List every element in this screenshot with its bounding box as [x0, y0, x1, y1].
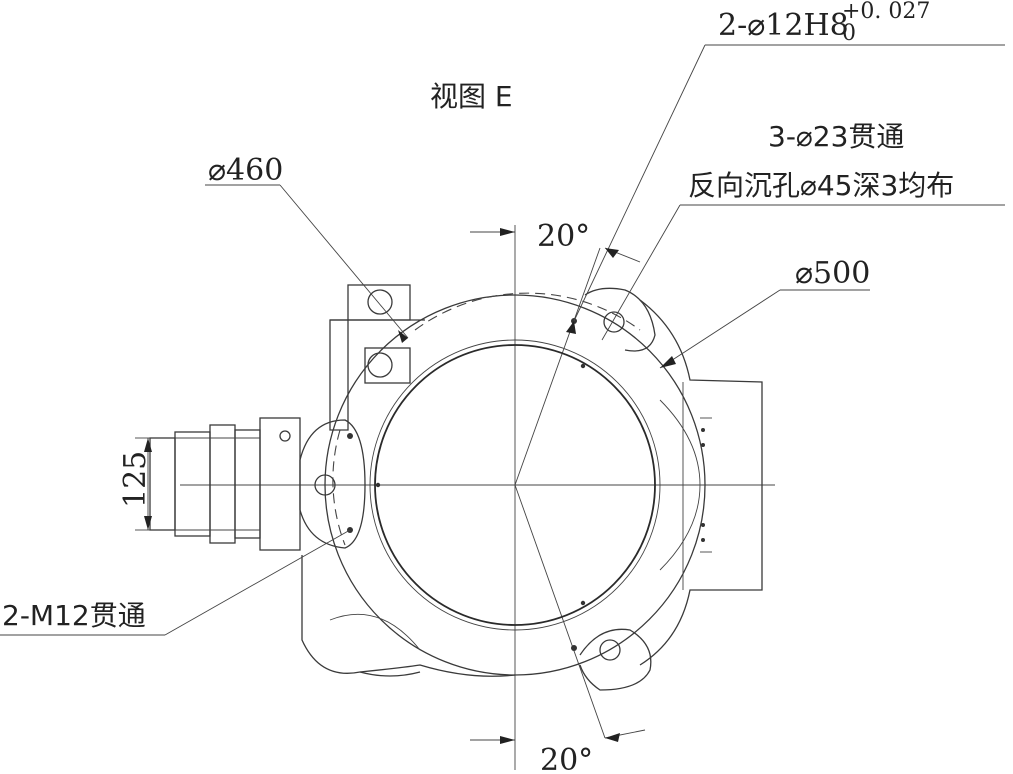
counterbore-label: 反向沉孔⌀45深3均布 — [688, 169, 954, 202]
hole-markers — [347, 318, 705, 651]
pin-holes-tolerance-upper: +0. 027 — [842, 0, 930, 24]
thru-holes-label: 3-⌀23贯通 — [768, 120, 904, 153]
arrowheads — [144, 228, 676, 744]
dim-460-label: ⌀460 — [208, 153, 283, 188]
angle-top-label: 20° — [537, 219, 590, 254]
leaders — [0, 44, 1005, 741]
housing-outline — [149, 284, 763, 691]
pin-holes-tolerance-lower: 0 — [842, 21, 856, 46]
pin-holes-label: 2-⌀12H8 — [718, 8, 849, 43]
view-title: 视图 E — [430, 80, 513, 113]
dim-500-label: ⌀500 — [795, 256, 870, 291]
dim-125-label: 125 — [118, 451, 153, 508]
tapped-holes-label: 2-M12贯通 — [2, 599, 146, 632]
angle-bottom-label: 20° — [540, 743, 593, 774]
center-lines — [180, 225, 775, 770]
